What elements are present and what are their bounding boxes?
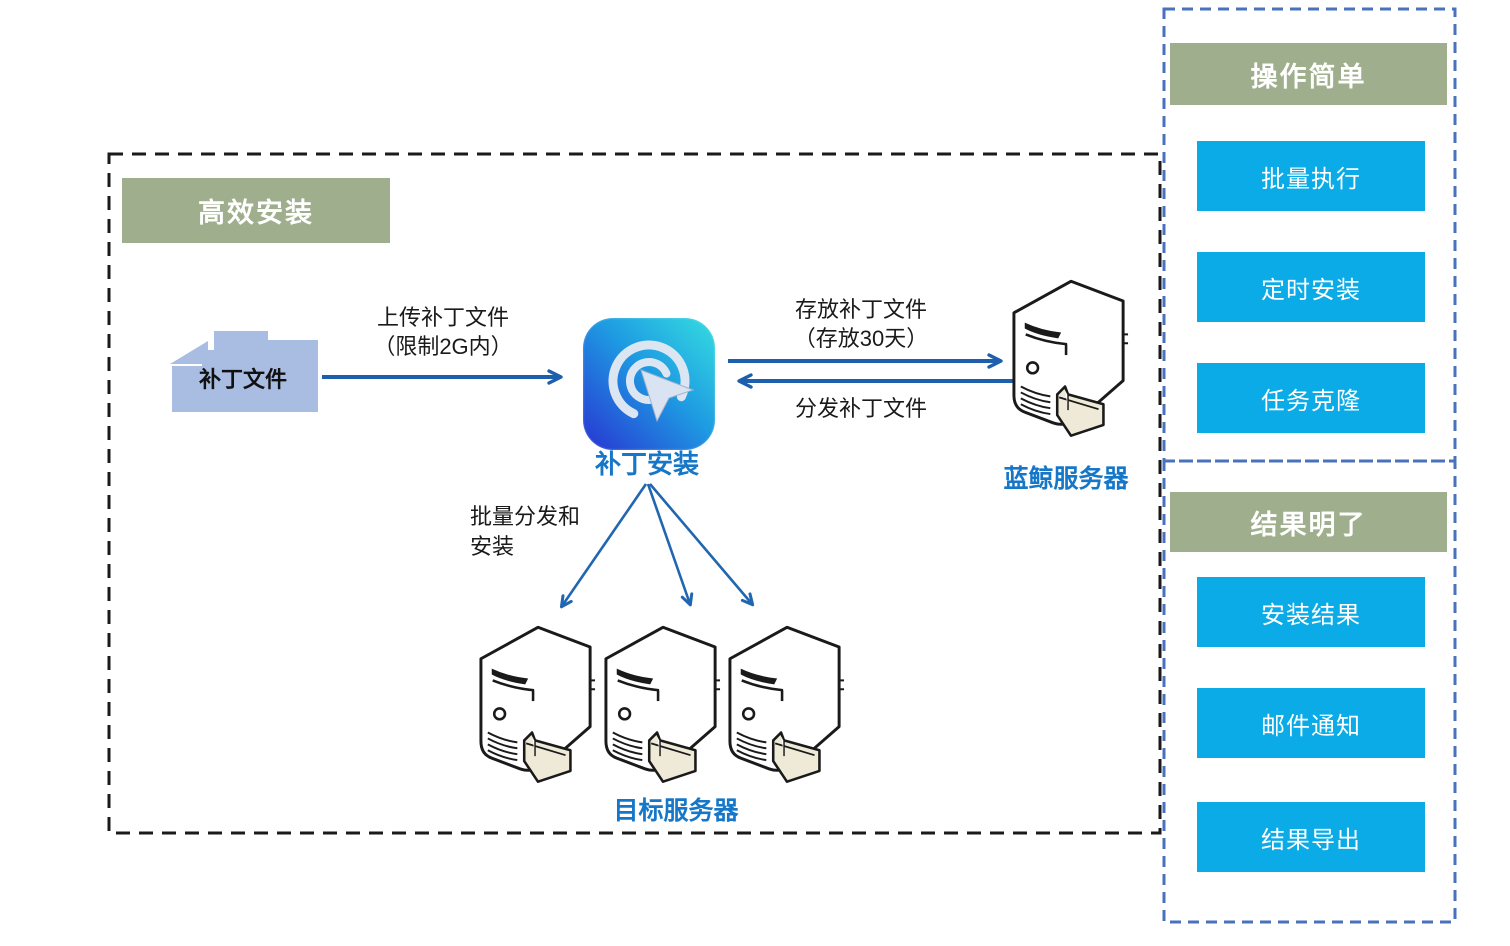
feature-button-batch-execute[interactable]: 批量执行 xyxy=(1197,141,1425,211)
server-icon xyxy=(479,625,597,784)
app-icon-glyph xyxy=(608,340,695,423)
feature-button-result-export[interactable]: 结果导出 xyxy=(1197,802,1425,872)
arrow-upload-label-line2: （限制2G内） xyxy=(373,334,513,359)
feature-button-install-result[interactable]: 安装结果 xyxy=(1197,577,1425,647)
panel-title-easy-operation: 操作简单 xyxy=(1170,43,1447,105)
arrow-batch-3 xyxy=(649,483,755,607)
arrow-store-label-line2: （存放30天） xyxy=(793,326,929,351)
arrow-store-label: 存放补丁文件 （存放30天） xyxy=(765,295,957,353)
arrow-upload-label-line1: 上传补丁文件 xyxy=(376,305,509,330)
arrow-batch-label-line2: 安装 xyxy=(470,534,515,559)
arrow-distribute-label: 分发补丁文件 xyxy=(794,396,927,421)
feature-button-scheduled-install[interactable]: 定时安装 xyxy=(1197,252,1425,322)
arrow-batch-2 xyxy=(646,483,694,607)
arrow-batch-label-line1: 批量分发和 xyxy=(470,504,581,529)
panel-title-clear-results: 结果明了 xyxy=(1170,492,1447,552)
server-icon xyxy=(604,625,722,784)
server-icon xyxy=(728,625,846,784)
feature-button-email-notify[interactable]: 邮件通知 xyxy=(1197,688,1425,758)
patch-file-label: 补丁文件 xyxy=(198,367,287,392)
feature-button-task-clone[interactable]: 任务克隆 xyxy=(1197,363,1425,433)
arrow-batch-label: 批量分发和 安装 xyxy=(470,502,630,562)
section-title-efficient-install: 高效安装 xyxy=(122,178,390,243)
target-server-label: 目标服务器 xyxy=(613,797,739,825)
patch-install-label: 补丁安装 xyxy=(594,449,699,479)
patch-install-app-icon xyxy=(583,318,715,450)
arrow-store-label-line1: 存放补丁文件 xyxy=(794,297,927,322)
server-icon xyxy=(1012,279,1130,438)
blueking-server-label: 蓝鲸服务器 xyxy=(1003,465,1129,493)
arrow-upload-label: 上传补丁文件 （限制2G内） xyxy=(347,303,539,361)
